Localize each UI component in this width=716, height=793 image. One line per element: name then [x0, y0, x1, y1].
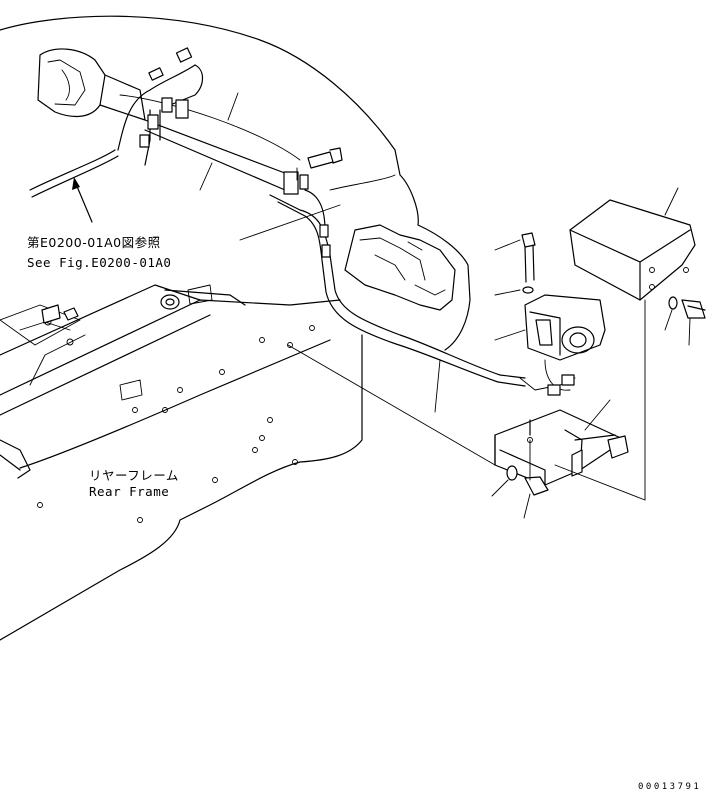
frame-washer-nut — [41, 294, 180, 324]
leader-lines — [199, 92, 691, 519]
wiring-harness — [29, 64, 576, 391]
reference-arrow — [72, 177, 93, 223]
drawing-code: 00013791 — [638, 782, 701, 792]
rear-frame-label-en: Rear Frame — [89, 484, 169, 499]
exhaust-unit-left — [37, 48, 146, 121]
hood-bolt — [307, 147, 343, 169]
exhaust-unit-center — [344, 224, 456, 311]
reference-label-jp: 第E0200-01A0図参照 — [27, 235, 161, 250]
rear-frame-label: リヤーフレーム Rear Frame — [89, 468, 179, 499]
cover-box — [569, 199, 696, 301]
mounting-bracket — [494, 409, 629, 486]
loose-bolts — [506, 232, 706, 496]
rear-frame-label-jp: リヤーフレーム — [89, 468, 179, 483]
horn-unit — [524, 294, 606, 396]
harness-clamps — [139, 47, 331, 258]
frame-holes — [37, 318, 315, 523]
reference-label-en: See Fig.E0200-01A0 — [27, 255, 171, 270]
rear-frame — [0, 284, 363, 641]
reference-label: 第E0200-01A0図参照 See Fig.E0200-01A0 — [27, 235, 171, 270]
